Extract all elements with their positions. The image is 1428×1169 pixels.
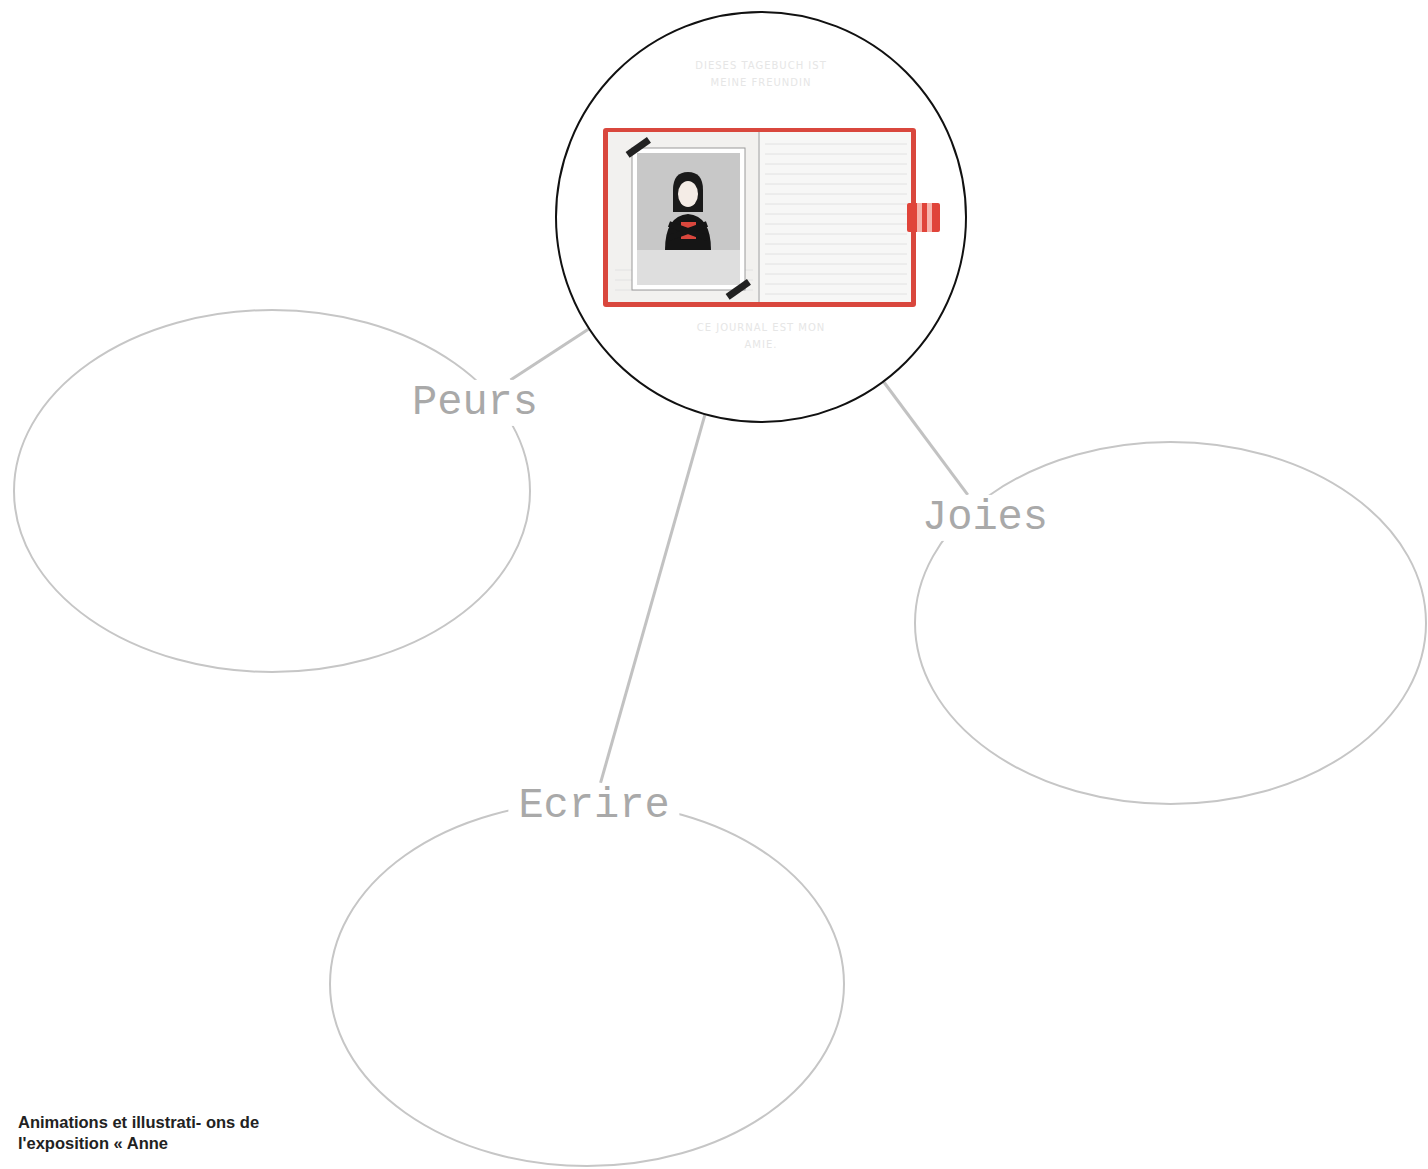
node-outline [328,800,846,1168]
photo-frame [632,148,745,290]
topic-ellipse: Joies [913,440,1428,806]
connector-line [884,382,968,495]
topic-heading: Ecrire [508,783,679,829]
clasp-stripe [927,203,932,232]
photo-tape [626,137,651,158]
clasp-stripe [917,203,922,232]
girl-body [665,214,711,250]
diary-inscription: CE JOURNAL EST MON AMIE. [686,319,836,353]
ruled-lines [615,144,907,294]
diary-clasp [907,203,940,232]
topic-ellipse: Peurs [12,308,532,674]
connector-line [511,329,589,380]
connector-line [601,415,705,783]
circle-outline [556,12,966,422]
caption: Animations et illustrati- ons de l'expos… [18,1112,268,1154]
ellipse-outline [14,310,530,672]
photo [637,153,740,285]
girl-hair [673,172,703,212]
topic-heading: Joies [912,495,1058,541]
diary-spine [758,132,760,302]
diary-inscription: DIESES TAGEBUCH IST MEINE FREUNDIN [686,57,836,91]
diary-illustration [595,120,945,315]
girl-arms [669,224,707,238]
photo-table [637,250,740,285]
topic-ellipse: Ecrire [328,800,846,1168]
topic-heading: Peurs [402,380,548,426]
diary-page [608,132,758,302]
girl-face [678,181,698,207]
diary-cover [603,128,916,307]
diary-page [760,132,911,302]
ellipse-outline [330,802,844,1166]
node-outline [12,308,532,674]
photo-tape [726,279,751,300]
